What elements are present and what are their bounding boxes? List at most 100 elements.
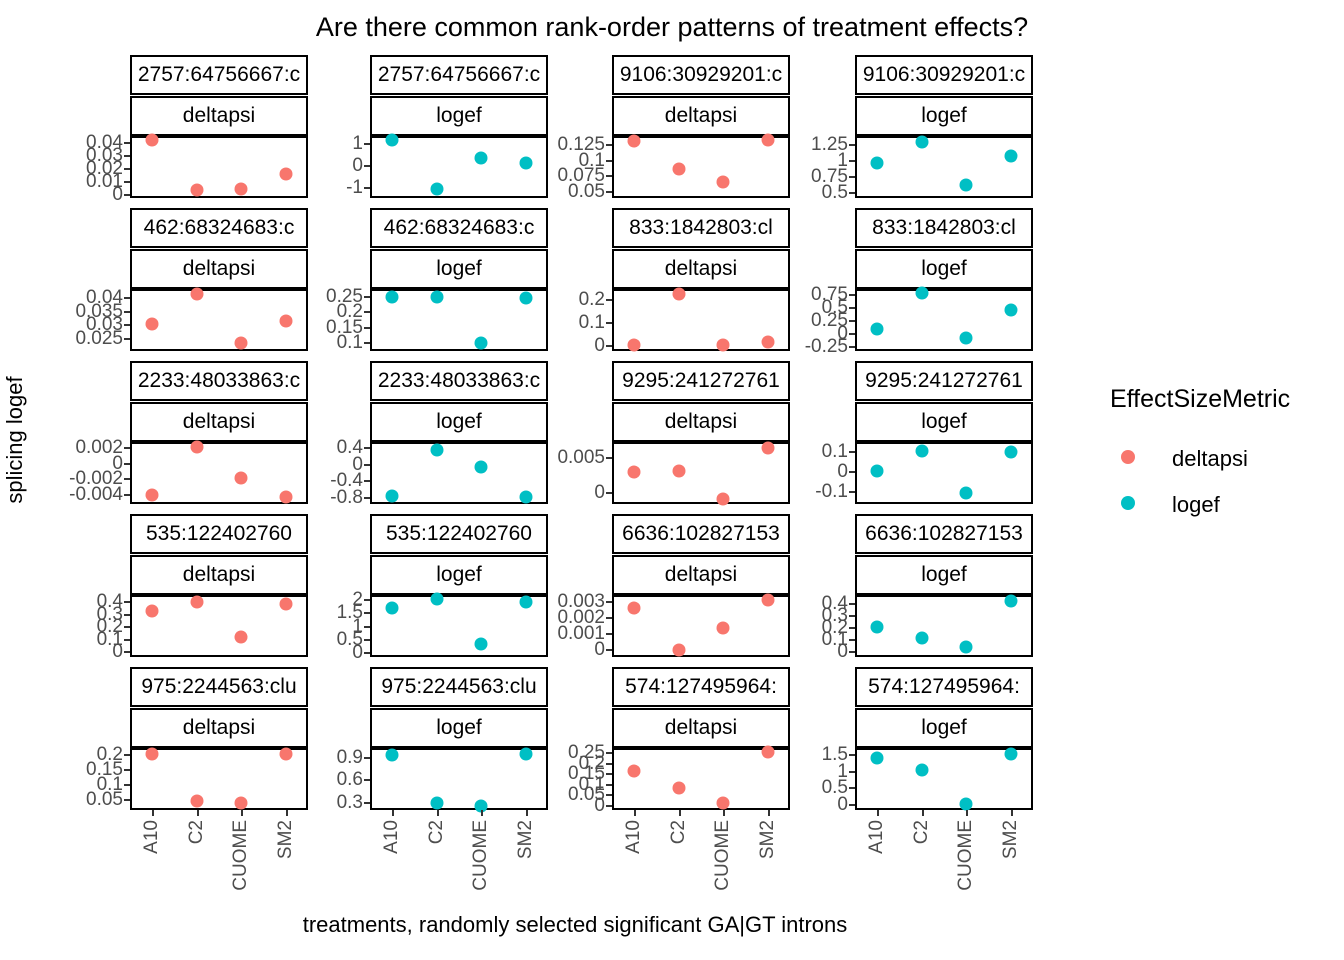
y-tick-label: 0 [594,335,605,357]
facet-strip-intron: 2757:64756667:c [130,55,308,95]
data-point [474,637,488,651]
data-point [627,134,641,148]
facet-strip-intron: 535:122402760 [130,514,308,554]
y-tick-mark [606,345,612,348]
facet-strip-metric: logef [855,249,1033,289]
y-tick-mark [364,779,370,782]
data-point [279,597,293,611]
data-point [959,486,973,500]
y-tick-mark [849,345,855,348]
y-tick-mark [606,159,612,162]
facet-strip-metric-label: deltapsi [182,716,256,739]
x-tick-mark [921,810,924,816]
y-tick-mark [364,612,370,615]
data-point [190,287,204,301]
y-tick-label: 0.025 [75,327,123,349]
legend-item[interactable]: logef [1110,482,1340,528]
x-tick-mark [152,810,155,816]
data-point [430,182,444,196]
y-tick-label: 0.5 [336,628,363,650]
y-tick-mark [849,144,855,147]
y-tick-label: -1 [346,177,363,199]
facet-strip-intron: 535:122402760 [370,514,548,554]
facet-strip-metric-label: deltapsi [664,104,738,127]
facet-strip-intron-label: 833:1842803:cl [629,216,773,239]
legend-color-dot-icon [1110,495,1146,515]
y-tick-label: 0.05 [568,784,605,806]
data-point [474,336,488,350]
y-tick-label: 0.01 [86,171,123,193]
y-tick-mark [849,602,855,605]
y-tick-mark [606,144,612,147]
y-tick-mark [364,342,370,345]
y-tick-mark [849,451,855,453]
y-tick-label: 0.1 [578,773,605,795]
y-tick-mark [364,447,370,450]
data-point [190,183,204,197]
facet-strip-intron-label: 6636:102827153 [865,522,1023,545]
data-point [716,492,730,506]
facet-strip-metric: logef [370,708,548,748]
facet-strip-metric-label: logef [921,563,967,586]
y-tick-mark [364,326,370,329]
x-tick-label: SM2 [274,820,296,860]
data-point [761,745,775,759]
x-tick-label: A10 [141,820,163,854]
facet-strip-metric-label: deltapsi [182,257,256,280]
data-point [672,287,686,301]
facet-strip-intron: 2233:48033863:c [130,361,308,401]
y-tick-label: 0.25 [811,309,848,331]
legend-item[interactable]: deltapsi [1110,436,1340,482]
x-tick-label: C2 [667,820,689,845]
data-point [959,331,973,345]
x-tick-mark [634,810,637,816]
facet-strip-metric-label: deltapsi [182,563,256,586]
facet-strip-metric: deltapsi [130,249,308,289]
y-tick-label: 0.125 [557,134,605,156]
y-tick-label: 0.04 [86,287,123,309]
y-tick-label: 1 [837,760,848,782]
y-tick-label: 0 [352,154,363,176]
data-point [672,464,686,477]
facet-strip-metric-label: logef [436,257,482,280]
data-point [716,796,730,810]
facet-strip-metric-label: logef [436,716,482,739]
data-point [870,751,884,765]
data-point [430,443,444,457]
y-tick-mark [124,651,130,654]
data-point [627,465,641,479]
facet-strip-intron: 6636:102827153 [855,514,1033,554]
y-tick-mark [124,626,130,629]
y-tick-label: 1.5 [336,602,363,624]
facet-strip-intron-label: 9295:241272761 [622,369,780,392]
x-tick-mark [436,810,439,816]
data-point [672,643,686,657]
x-tick-label: A10 [623,820,645,854]
facet-strip-intron: 975:2244563:clu [130,667,308,707]
x-tick-mark [1010,810,1013,816]
y-tick-label: 0 [112,452,123,474]
facet-strip-intron: 6636:102827153 [612,514,790,554]
facet-strip-intron-label: 975:2244563:clu [381,675,537,698]
data-point [234,336,248,350]
y-tick-mark [849,651,855,654]
y-tick-mark [606,752,612,755]
y-tick-label: 0.03 [86,144,123,166]
y-tick-label: 2 [352,589,363,611]
x-tick-label: A10 [381,820,403,854]
y-tick-label: 0.1 [96,773,123,795]
data-point [385,489,399,503]
facet-strip-intron-label: 833:1842803:cl [872,216,1016,239]
y-tick-label: -0.25 [804,335,848,357]
